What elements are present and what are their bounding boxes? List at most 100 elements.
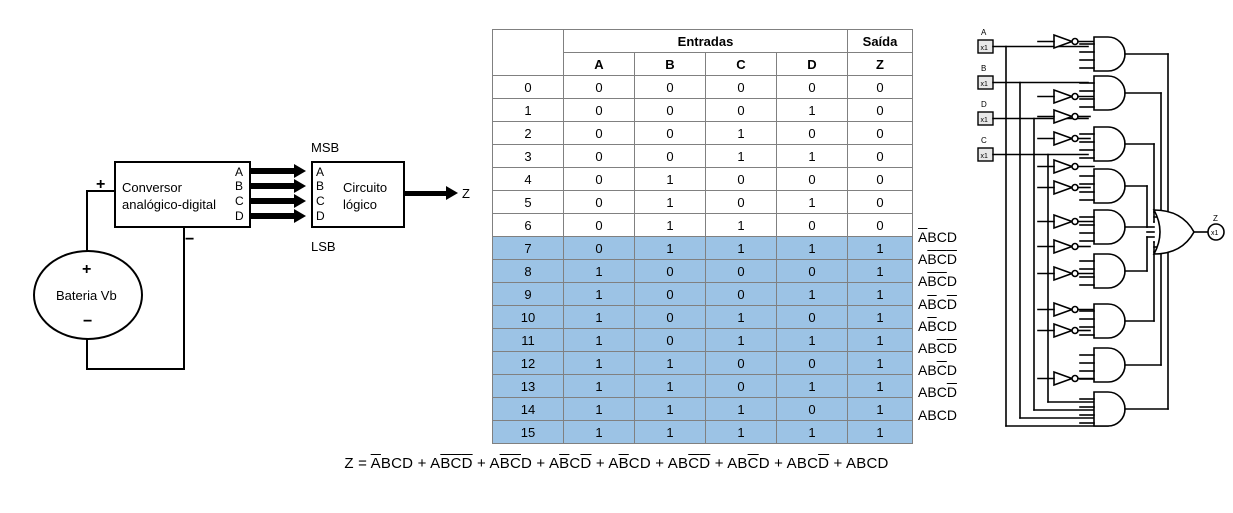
schematic-input-label-a: A [981,28,987,37]
cell-b: 0 [634,259,706,283]
cell-b: 1 [634,190,706,214]
cell-c: 1 [705,305,777,329]
cell-d: 0 [776,121,848,145]
literal-a: A [667,455,678,472]
row-index: 4 [492,167,564,191]
minterm-label-row-7: ABCD [918,226,957,248]
cell-d: 1 [776,98,848,122]
inverter-2 [1037,88,1095,105]
row-index: 7 [492,236,564,260]
equation-term-5: ABCD [608,455,651,472]
cell-a: 0 [563,144,635,168]
cell-b: 0 [634,328,706,352]
literal-a: A [918,273,928,290]
battery-plus-sign: + [82,261,92,278]
cell-d: 0 [776,75,848,99]
literal-d: D [639,455,651,472]
inverter-7 [1037,213,1095,230]
logic-pin-a: A [316,165,325,179]
row-index: 5 [492,190,564,214]
minterm-label-row-10: ABCD [918,293,957,315]
bus-arrow-a [251,168,296,174]
logic-label-line2: lógico [343,197,377,212]
row-index: 14 [492,397,564,421]
adc-label-line1: Conversor [122,180,182,195]
msb-label: MSB [311,140,340,155]
inverter-4 [1037,130,1091,147]
equation-term-6: ABCD [668,455,711,472]
cell-d: 1 [776,190,848,214]
wire-battery-negative-down [86,338,88,370]
inverter-5 [1037,158,1095,175]
wire-battery-negative-bottom [86,368,185,370]
input-pad-c-text: x1 [981,153,989,160]
cell-d: 1 [776,144,848,168]
literal-c: C [936,384,947,401]
table-header-row-groups: Entradas Saída [492,29,913,76]
row-index: 8 [492,259,564,283]
minterm-label-row-14: ABCD [918,381,957,403]
cell-a: 0 [563,98,635,122]
literal-b-negated: B [499,455,510,472]
minterm-label-row-12: ABCD [918,337,957,359]
literal-c-negated: C [688,455,700,472]
header-col-b: B [634,52,706,76]
adc-pin-b: B [235,179,244,193]
header-col-z: Z [847,52,913,76]
cell-c: 0 [705,351,777,375]
equation-plus-6: + [714,455,724,472]
cell-a: 1 [563,282,635,306]
equation-plus-8: + [833,455,843,472]
header-index-blank [492,29,564,76]
inverter-9 [1037,265,1095,282]
cell-a: 1 [563,397,635,421]
and-gate-2 [1079,75,1162,111]
literal-b-negated: B [927,251,937,268]
cell-d: 1 [776,282,848,306]
cell-d: 0 [776,351,848,375]
literal-d: D [946,362,957,379]
battery-symbol [33,250,143,340]
header-group-inputs: Entradas [563,29,848,53]
schematic-input-label-d: D [981,100,987,109]
cell-z: 1 [847,351,913,375]
cell-z: 0 [847,121,913,145]
schematic-svg: A B D C x1 x1 x1 x1 Z x1 [977,28,1225,427]
equation-plus-7: + [774,455,784,472]
literal-c-negated: C [936,339,947,356]
row-index: 9 [492,282,564,306]
lsb-label: LSB [311,239,336,254]
bus-arrowhead-c [294,194,306,208]
row-index: 2 [492,121,564,145]
cell-b: 0 [634,144,706,168]
literal-a: A [430,455,441,472]
row-index: 13 [492,374,564,398]
inverter-10 [1037,301,1095,318]
inverter-8 [1037,238,1091,255]
cell-a: 1 [563,305,635,329]
adc-pin-d: D [235,209,244,223]
output-arrowhead-z [446,186,458,200]
bus-arrow-c [251,198,296,204]
cell-c: 1 [705,144,777,168]
row-index: 1 [492,98,564,122]
input-pad-b-text: x1 [981,81,989,88]
cell-a: 0 [563,190,635,214]
literal-d: D [946,317,957,334]
literal-c: C [391,455,403,472]
literal-a: A [918,362,928,379]
literal-c: C [569,455,581,472]
literal-c: C [936,295,947,312]
literal-b: B [380,455,392,472]
output-arrow-z [405,191,449,196]
cell-a: 1 [563,351,635,375]
literal-a: A [846,455,857,472]
or-gate-output [1152,209,1225,255]
row-index: 0 [492,75,564,99]
